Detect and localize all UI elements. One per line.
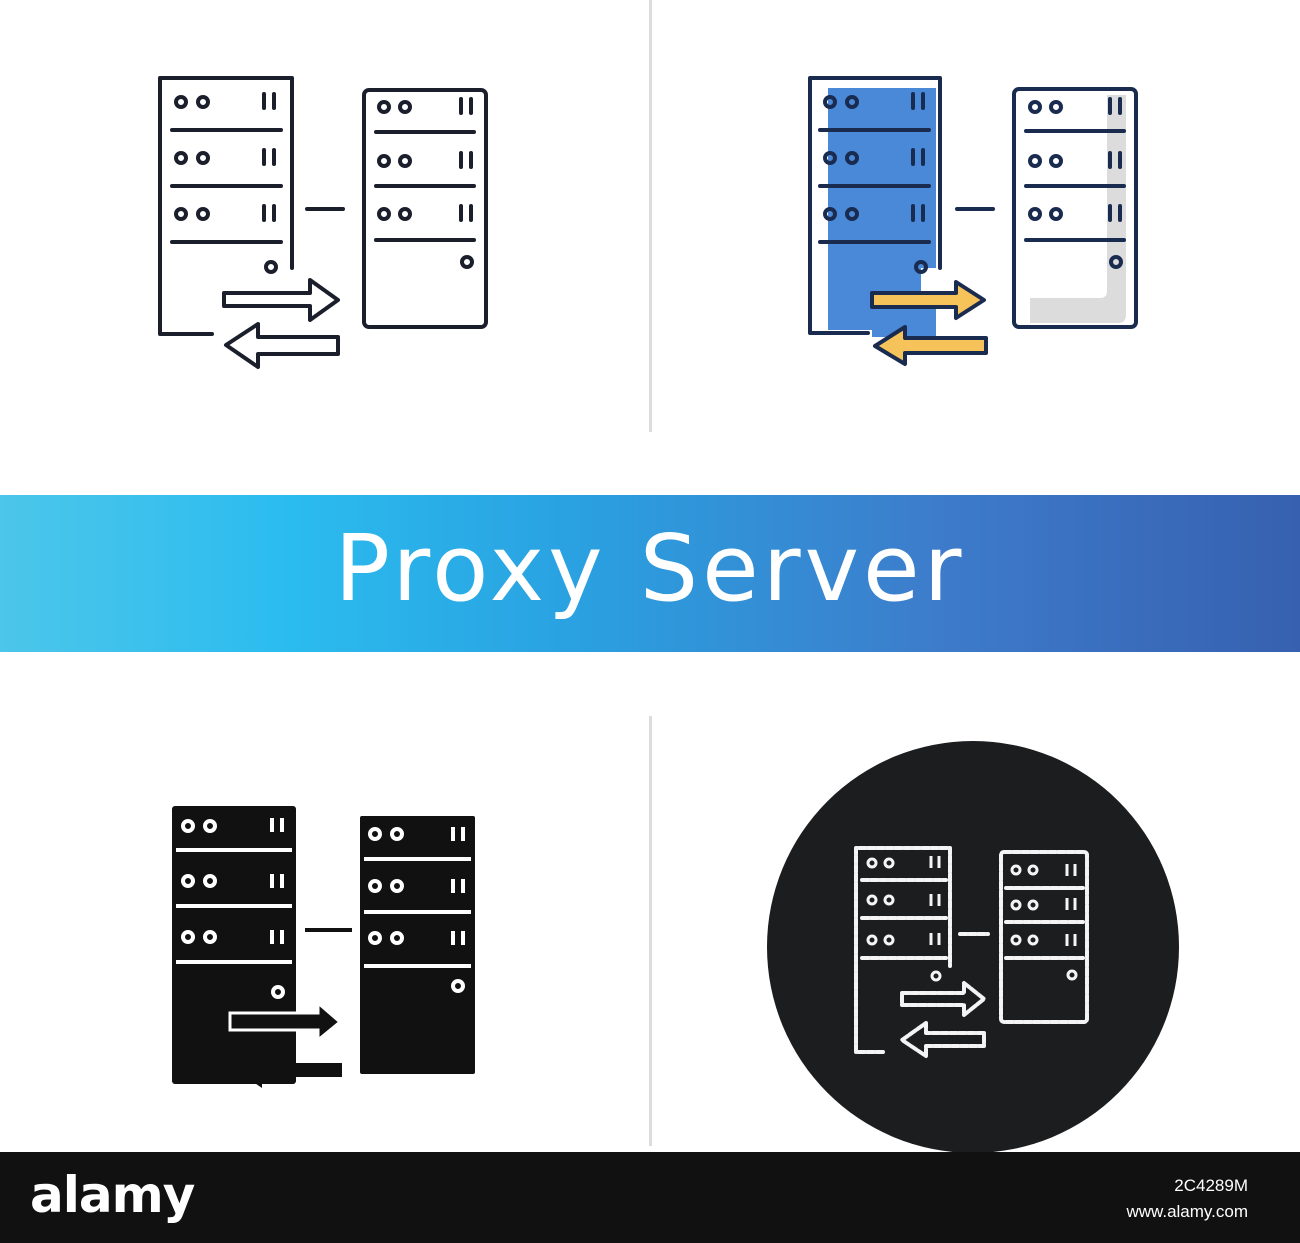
vertical-divider-top [649, 0, 652, 432]
proxy-server-color-icon [808, 76, 1138, 366]
alamy-logo: alamy [30, 1166, 195, 1224]
footer-bar: alamy 2C4289M www.alamy.com [0, 1152, 1300, 1243]
proxy-server-linear-icon [158, 76, 488, 369]
proxy-server-chalk-icon [767, 741, 1179, 1153]
proxy-server-glyph-icon-secondary [305, 816, 475, 1074]
footer-url: www.alamy.com [1126, 1202, 1248, 1221]
banner-title: Proxy Server [334, 515, 966, 622]
title-banner: Proxy Server [0, 495, 1300, 652]
vertical-divider-bottom [649, 716, 652, 1146]
proxy-server-glyph-icon [172, 806, 343, 1088]
image-id: 2C4289M [1174, 1176, 1248, 1195]
